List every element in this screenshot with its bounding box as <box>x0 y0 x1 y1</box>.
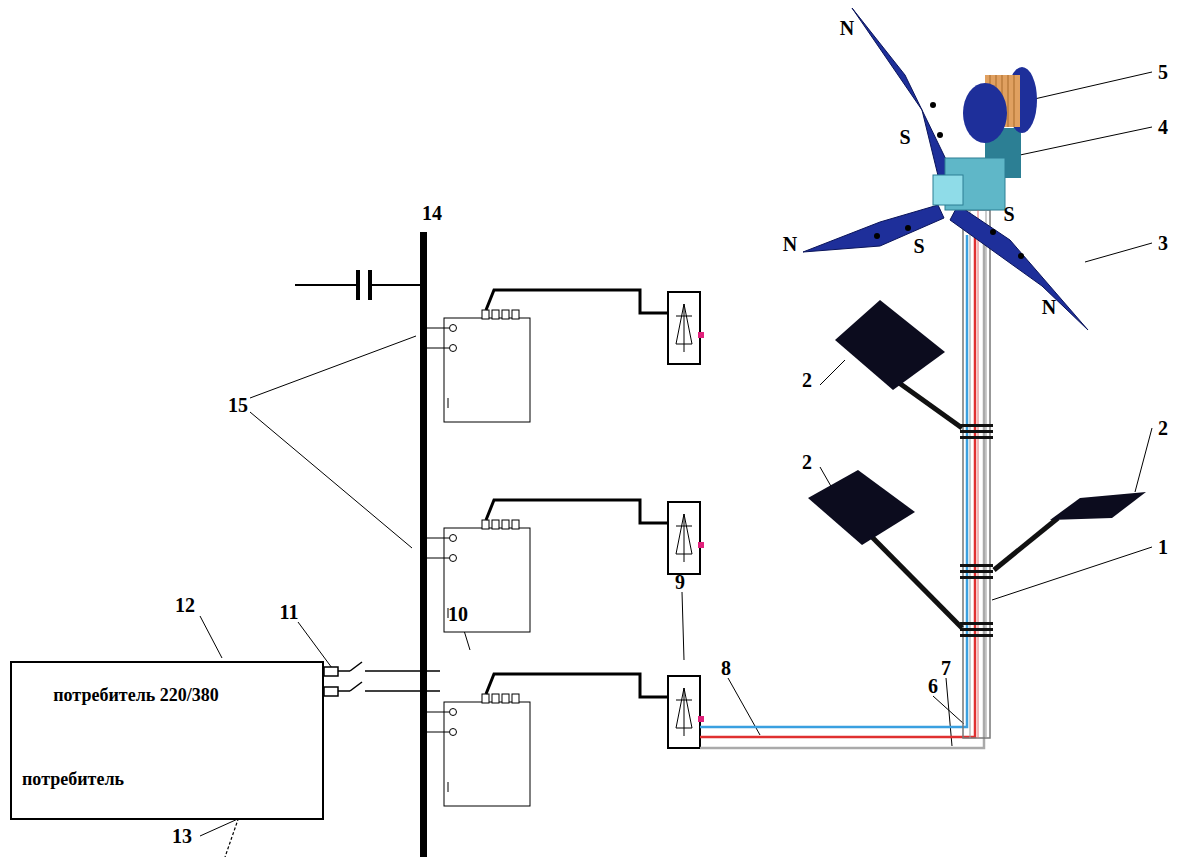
callout-number: 11 <box>280 602 299 622</box>
callout-number: 6 <box>928 676 938 696</box>
inverter-unit <box>427 290 704 806</box>
callout-number: 2 <box>1158 418 1168 438</box>
callout-number: 10 <box>448 604 468 624</box>
pole-letter: S <box>1003 204 1014 224</box>
node-text: потребитель 220/380 <box>36 683 236 708</box>
pole-letter: S <box>899 127 910 147</box>
callout-number: 2 <box>802 370 812 390</box>
callout-number: 15 <box>228 395 248 415</box>
pole-letter: N <box>1042 297 1056 317</box>
pole-letter: N <box>840 18 854 38</box>
callout-number: 4 <box>1158 117 1168 137</box>
node-text: потребитель <box>22 769 124 790</box>
callout-number: 3 <box>1158 233 1168 253</box>
pole-letter: S <box>913 236 924 256</box>
pole-letter: N <box>783 234 797 254</box>
callout-number: 7 <box>941 658 951 678</box>
callout-number: 13 <box>172 826 192 846</box>
consumer-box: потребитель 220/380 потребитель <box>10 661 324 820</box>
callout-number: 5 <box>1158 62 1168 82</box>
callout-number: 2 <box>802 452 812 472</box>
callout-number: 1 <box>1158 537 1168 557</box>
callout-number: 8 <box>721 658 731 678</box>
callout-number: 14 <box>422 203 442 223</box>
callout-number: 9 <box>675 572 685 592</box>
callout-number: 12 <box>175 595 195 615</box>
